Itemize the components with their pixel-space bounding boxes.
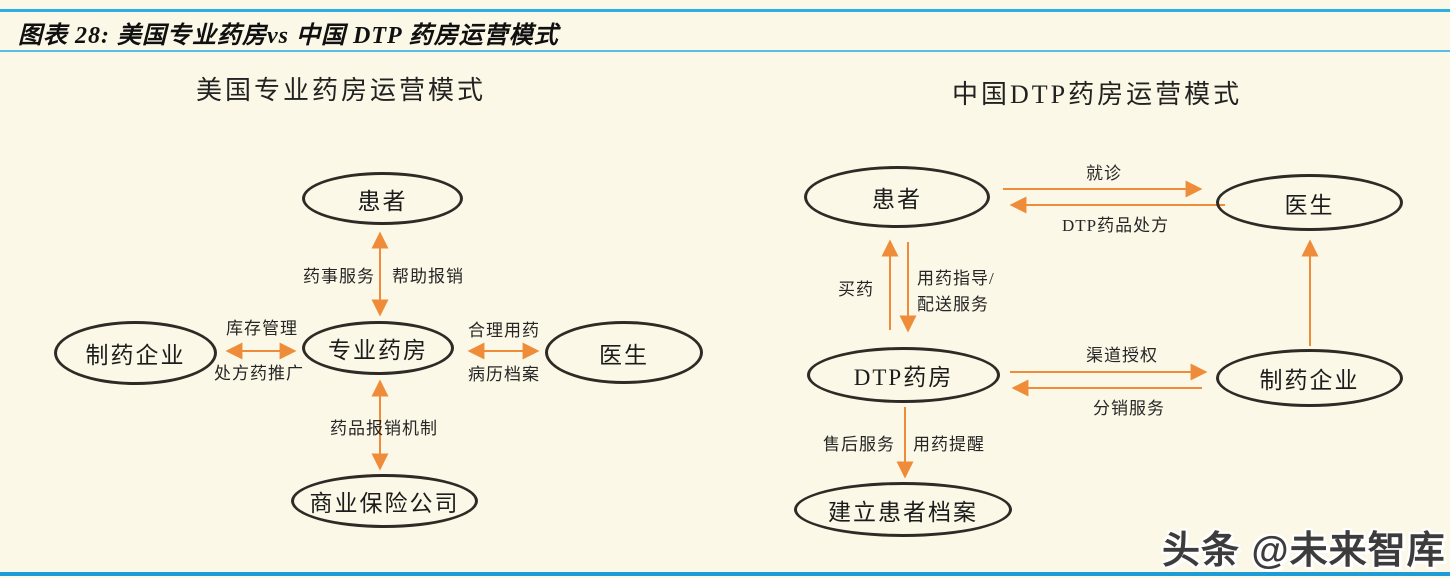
figure-title: 图表 28: 美国专业药房vs 中国 DTP 药房运营模式 xyxy=(18,23,559,49)
us-diagram-title: 美国专业药房运营模式 xyxy=(196,76,487,105)
label-channel-auth: 渠道授权 xyxy=(1086,346,1158,365)
node-cn-doctor-label: 医生 xyxy=(1284,192,1335,218)
node-us-pharma-label: 制药企业 xyxy=(85,343,186,368)
label-distribution-service: 分销服务 xyxy=(1093,399,1165,418)
node-cn-records: 建立患者档案 xyxy=(794,482,1012,537)
node-cn-dtp-pharmacy: DTP药房 xyxy=(807,347,1000,403)
node-us-doctor-label: 医生 xyxy=(599,342,649,368)
label-inventory-mgmt: 库存管理 xyxy=(226,319,298,338)
label-reimbursement-help: 帮助报销 xyxy=(392,267,464,286)
title-underline-rule xyxy=(0,50,1450,52)
label-visit: 就诊 xyxy=(1086,164,1122,183)
label-medical-records: 病历档案 xyxy=(468,365,540,384)
node-cn-patient: 患者 xyxy=(804,166,990,228)
cn-diagram-title: 中国DTP药房运营模式 xyxy=(952,80,1243,109)
label-drug-reimbursement: 药品报销机制 xyxy=(330,419,438,438)
node-us-pharma: 制药企业 xyxy=(54,321,217,385)
node-us-pharmacy-label: 专业药房 xyxy=(328,338,428,363)
top-rule xyxy=(0,9,1450,12)
node-cn-records-label: 建立患者档案 xyxy=(828,499,978,525)
node-us-patient-label: 患者 xyxy=(357,188,408,214)
node-us-patient: 患者 xyxy=(302,172,463,225)
label-rational-use: 合理用药 xyxy=(468,321,540,340)
watermark: 头条 @未来智库 xyxy=(1162,530,1446,572)
label-after-sale: 售后服务 xyxy=(823,435,895,454)
node-cn-doctor: 医生 xyxy=(1216,174,1403,231)
label-dtp-prescription: DTP药品处方 xyxy=(1062,216,1170,235)
node-us-insurance-label: 商业保险公司 xyxy=(309,491,460,516)
node-us-pharmacy: 专业药房 xyxy=(302,321,454,375)
node-cn-pharma: 制药企业 xyxy=(1216,349,1403,407)
label-rx-promotion: 处方药推广 xyxy=(214,364,304,383)
node-cn-patient-label: 患者 xyxy=(872,187,922,212)
label-guidance-delivery: 用药指导/配送服务 xyxy=(917,269,995,314)
label-medication-reminder: 用药提醒 xyxy=(913,435,985,454)
label-pharmacy-service: 药事服务 xyxy=(303,267,375,286)
node-us-insurance: 商业保险公司 xyxy=(291,474,478,528)
node-cn-dtp-pharmacy-label: DTP药房 xyxy=(853,365,954,390)
node-cn-pharma-label: 制药企业 xyxy=(1259,368,1360,393)
bottom-rule xyxy=(0,572,1450,576)
node-us-doctor: 医生 xyxy=(545,321,703,384)
label-buy-medicine: 买药 xyxy=(838,280,874,299)
